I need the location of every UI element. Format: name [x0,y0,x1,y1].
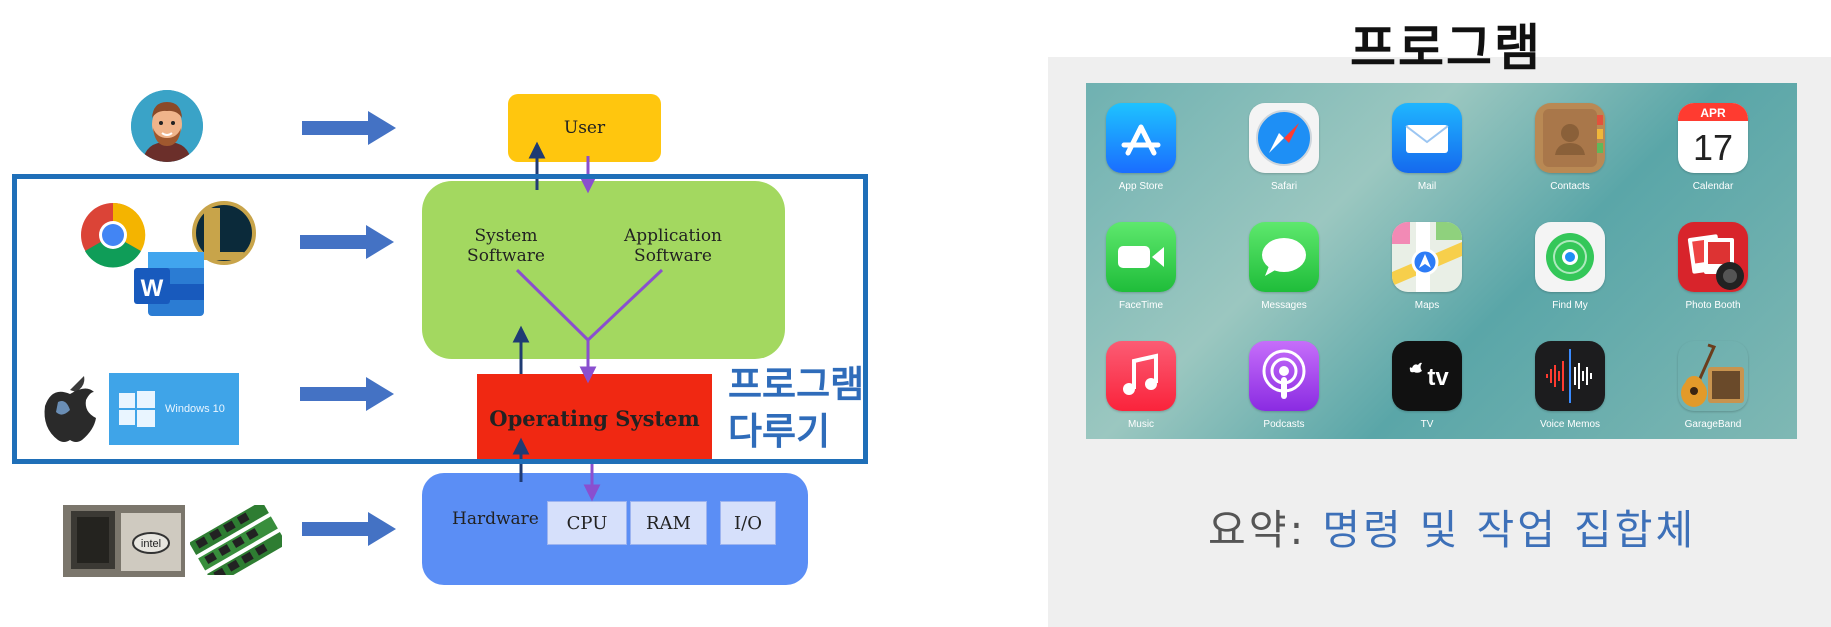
music-icon[interactable] [1106,341,1176,411]
hardware-label: Hardware [452,509,539,529]
app-label: Music [1127,419,1155,430]
garageband-icon[interactable] [1678,341,1748,411]
summary-line: 요약: 명령 및 작업 집합체 [1208,496,1696,556]
contacts-icon[interactable] [1535,103,1605,173]
user-avatar-icon [131,90,203,162]
app-garageband[interactable]: GarageBand [1658,341,1768,430]
tv-icon[interactable]: tv [1392,341,1462,411]
operating-system-label: Operating System [489,405,700,431]
podcasts-icon[interactable] [1249,341,1319,411]
ram-photo [189,500,287,587]
word-icon: W [134,252,204,316]
summary-label: 요약: [1208,506,1307,554]
chrome-icon [81,202,146,268]
cpu-photo: intel [63,505,185,577]
app-label: TV [1420,419,1434,430]
apple-icon [40,372,100,448]
app-label: Voice Memos [1539,419,1601,430]
manage-program-label: 프로그램 다루기 [728,363,865,453]
app-podcasts[interactable]: Podcasts [1229,341,1339,430]
app-safari[interactable]: Safari [1229,103,1339,192]
arrow-hardware-icon [302,512,396,546]
windows-10-tile: Windows 10 [109,373,239,445]
cpu-chip: CPU [547,501,627,545]
league-of-legends-icon [192,201,256,265]
app-mail[interactable]: Mail [1372,103,1482,192]
app-maps[interactable]: Maps [1372,222,1482,311]
find-my-icon[interactable] [1535,222,1605,292]
photo-booth-icon[interactable] [1678,222,1748,292]
app-label: Calendar [1692,181,1734,192]
app-store-icon[interactable] [1106,103,1176,173]
app-music[interactable]: Music [1086,341,1196,430]
messages-icon[interactable] [1249,222,1319,292]
app-find-my[interactable]: Find My [1515,222,1625,311]
summary-text: 명령 및 작업 집합체 [1322,506,1697,554]
facetime-icon[interactable] [1106,222,1176,292]
connector-arrows [512,141,664,502]
arrow-software-icon [300,225,394,259]
mail-icon[interactable] [1392,103,1462,173]
io-chip: I/O [720,501,776,545]
application-icons: W [78,200,258,320]
app-label: FaceTime [1118,300,1164,311]
app-label: Photo Booth [1685,300,1741,311]
arrow-user-icon [302,111,396,145]
safari-icon[interactable] [1249,103,1319,173]
arrow-os-icon [300,377,394,411]
windows-logo-icon [119,391,155,427]
svg-text:intel: intel [141,538,161,550]
svg-text:APR: APR [1700,106,1726,120]
program-management-frame [12,174,868,464]
app-label: GarageBand [1684,419,1742,430]
voice-memos-icon[interactable] [1535,341,1605,411]
system-software-label: System Software [467,226,545,266]
svg-text:tv: tv [1427,364,1449,391]
app-label: App Store [1118,181,1164,192]
app-label: Contacts [1550,181,1590,192]
slide-title: 프로그램 [1350,19,1542,77]
app-label: Mail [1417,181,1437,192]
app-label: Messages [1261,300,1307,311]
app-label: Podcasts [1263,419,1305,430]
app-voice-memos[interactable]: Voice Memos [1515,341,1625,430]
app-label: Find My [1552,300,1588,311]
calendar-icon[interactable]: APR 17 [1678,103,1748,173]
app-photo-booth[interactable]: Photo Booth [1658,222,1768,311]
app-label: Maps [1414,300,1440,311]
svg-text:17: 17 [1693,127,1733,168]
app-label: Safari [1270,181,1298,192]
user-label: User [563,118,606,138]
app-app-store[interactable]: App Store [1086,103,1196,192]
software-box [422,181,785,359]
application-software-label: Application Software [623,226,723,266]
app-messages[interactable]: Messages [1229,222,1339,311]
maps-icon[interactable] [1392,222,1462,292]
windows-label: Windows 10 [165,403,225,415]
app-facetime[interactable]: FaceTime [1086,222,1196,311]
app-contacts[interactable]: Contacts [1515,103,1625,192]
ram-chip: RAM [630,501,707,545]
svg-text:W: W [141,275,164,302]
